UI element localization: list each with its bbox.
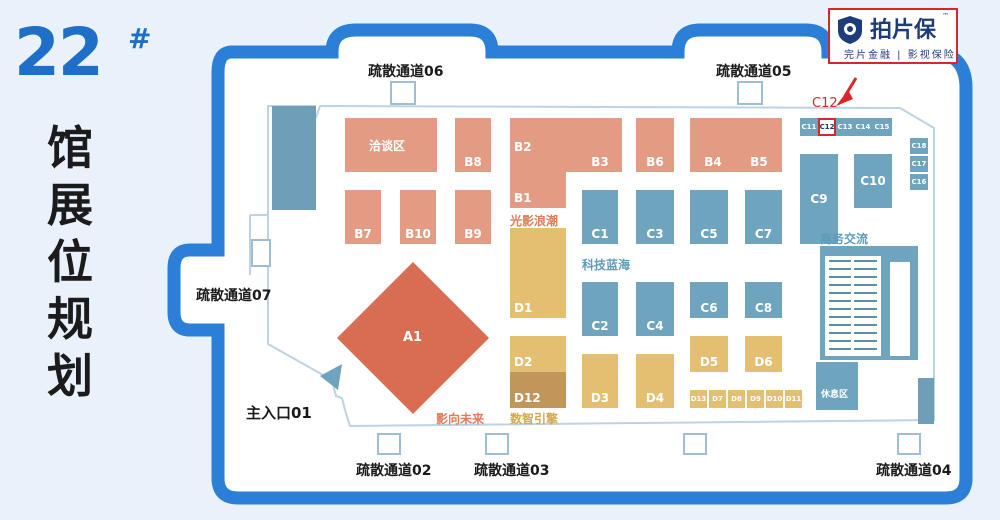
booth-d9: D9 [747, 390, 764, 408]
logo-slogan: 完片金融 | 影视保险 [844, 50, 956, 61]
exit-door-04 [897, 433, 921, 455]
logo-trademark: ™ [942, 12, 949, 20]
callout-label-c12: C12 [812, 96, 838, 111]
left-wall-block [272, 106, 316, 210]
booth-d11: D11 [785, 390, 802, 408]
zone-label-xiuxi: 休息区 [821, 390, 849, 400]
booth-c3: C3 [636, 190, 674, 244]
exit-door-02 [377, 433, 401, 455]
booth-b1: B1 [510, 172, 566, 208]
booth-c4: C4 [636, 282, 674, 336]
booth-a1: A1 [403, 330, 423, 345]
callout-arrow-head [836, 90, 853, 106]
booth-c17: C17 [910, 156, 928, 172]
exit-label-04: 疏散通道04 [876, 463, 952, 479]
booth-d10: D10 [766, 390, 783, 408]
booth-b6: B6 [636, 118, 674, 172]
shield-logo-icon [838, 16, 862, 44]
booth-d8: D8 [728, 390, 745, 408]
exit-label-02: 疏散通道02 [356, 463, 432, 479]
zone-label-guangying: 光影浪潮 [510, 214, 559, 228]
booth-c2: C2 [582, 282, 618, 336]
exit-label-07: 疏散通道07 [196, 288, 272, 304]
exit-door-06 [390, 81, 416, 105]
booth-c10: C10 [854, 154, 892, 208]
rest-area-block [816, 362, 858, 410]
booth-c6: C6 [690, 282, 728, 318]
entrance-arrow-icon [320, 364, 342, 390]
booth-d13: D13 [690, 390, 707, 408]
zone-label-shuzhi: 数智引擎 [510, 412, 559, 426]
booth-c9: C9 [800, 154, 838, 244]
exit-door-03 [485, 433, 509, 455]
exit-label-03: 疏散通道03 [474, 463, 550, 479]
hall-title: 馆展位规划 [47, 121, 93, 403]
booth-b8: B8 [455, 118, 491, 172]
booth-c18: C18 [910, 138, 928, 154]
booth-a1-shape [337, 262, 489, 414]
hall-number-hash: # [128, 22, 152, 55]
booth-b3: B3 [578, 140, 622, 172]
logo-name: 拍片保 [870, 18, 937, 43]
booth-c7: C7 [745, 190, 782, 244]
booth-c14: C14 [854, 118, 872, 136]
booth-b5: B5 [750, 155, 768, 169]
booth-d5: D5 [690, 336, 728, 372]
booth-c16: C16 [910, 174, 928, 190]
booth-c1: C1 [582, 190, 618, 244]
exit-door-05 [737, 81, 763, 105]
zone-label-shangwu: 商务交流 [820, 232, 869, 246]
booth-b4: B4 [704, 155, 722, 169]
hall-number: 22 [14, 14, 104, 91]
booth-c5: C5 [690, 190, 728, 244]
booth-d12: D12 [510, 372, 566, 408]
booth-c12-highlighted: C12 [818, 118, 836, 136]
booth-d4: D4 [636, 354, 674, 408]
booth-c13: C13 [836, 118, 854, 136]
booth-c8: C8 [745, 282, 782, 318]
booth-negotiation-area: 洽谈区 [345, 118, 437, 172]
exit-door-07 [251, 239, 271, 267]
booth-d1: D1 [510, 228, 566, 318]
booth-b4-b5: B4 B5 [690, 118, 782, 172]
booth-b2-top [510, 118, 622, 142]
booth-d6: D6 [745, 336, 782, 372]
booth-d7: D7 [709, 390, 726, 408]
booth-c15: C15 [872, 118, 892, 136]
right-wall-block [918, 378, 934, 424]
main-entrance-label: 主入口01 [246, 404, 312, 422]
booth-c11: C11 [800, 118, 818, 136]
sponsor-logo: 拍片保 ™ 完片金融 | 影视保险 [828, 8, 958, 64]
booth-b10: B10 [400, 190, 436, 244]
exit-door-mid [683, 433, 707, 455]
booth-d2: D2 [510, 336, 566, 372]
booth-b9: B9 [455, 190, 491, 244]
inner-wall [267, 104, 935, 428]
booth-b7: B7 [345, 190, 381, 244]
exit-label-05: 疏散通道05 [716, 64, 792, 80]
exit-label-06: 疏散通道06 [368, 64, 444, 80]
zone-label-yingxiang: 影向未来 [436, 412, 485, 426]
booth-d3: D3 [582, 354, 618, 408]
zone-label-keji: 科技蓝海 [582, 258, 631, 272]
